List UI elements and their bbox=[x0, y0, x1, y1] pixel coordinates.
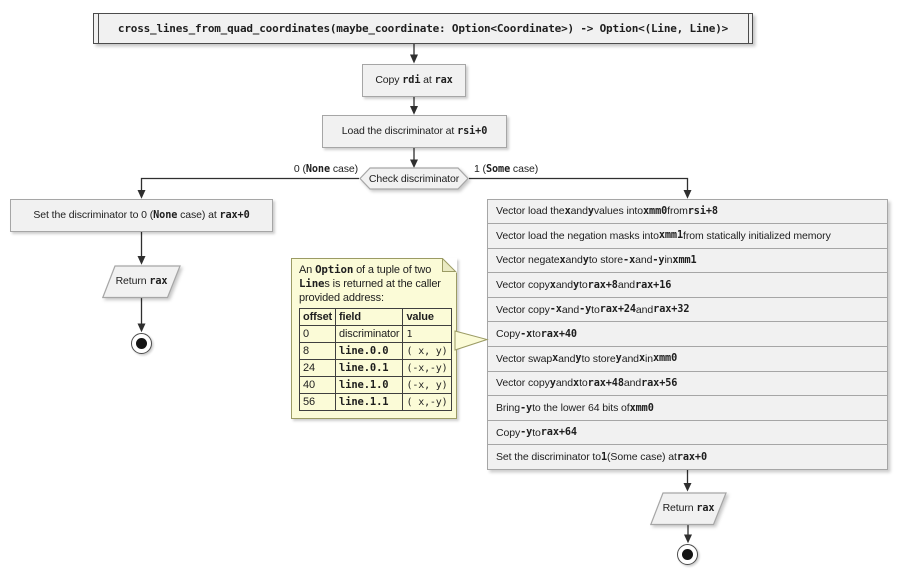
activity-step: Vector copy -x and -y to rax+24 and rax+… bbox=[487, 296, 888, 323]
activity-step: Vector copy y and x to rax+48 and rax+56 bbox=[487, 370, 888, 397]
activity-set-discriminator-none: Set the discriminator to 0 (None case) a… bbox=[10, 198, 273, 232]
return-label: Return rax bbox=[662, 502, 715, 515]
decision-label: Check discriminator bbox=[368, 172, 460, 185]
decision-check-discriminator: Check discriminator bbox=[359, 167, 469, 190]
table-cell: 8 bbox=[298, 342, 337, 360]
parallelogram-shape bbox=[650, 491, 727, 525]
branch-label-some: 1 (Some case) bbox=[474, 163, 539, 175]
branch-label-none: 0 (None case) bbox=[293, 163, 358, 175]
activity-step: Vector load the negation masks into xmm1… bbox=[487, 223, 888, 249]
return-node-none: Return rax bbox=[102, 264, 181, 299]
activity-load-discriminator: Load the discriminator at rsi+0 bbox=[322, 114, 507, 148]
table-cell: 40 bbox=[298, 376, 337, 394]
activity-step: Copy -x to rax+40 bbox=[487, 321, 888, 348]
table-cell: line.1.0 bbox=[335, 376, 404, 394]
end-dot bbox=[682, 549, 693, 560]
table-cell: 1 bbox=[402, 325, 452, 343]
end-node-some bbox=[677, 544, 698, 565]
parallelogram-shape bbox=[102, 264, 181, 298]
activity-step: Vector negate x and y to store -x and -y… bbox=[487, 247, 888, 274]
activity-step: Vector swap x and y to store y and x in … bbox=[487, 346, 888, 372]
table-cell: line.0.1 bbox=[335, 359, 404, 377]
end-node-none bbox=[131, 333, 152, 354]
table-cell: line.1.1 bbox=[335, 393, 404, 411]
table-cell: 56 bbox=[298, 393, 337, 411]
end-dot bbox=[136, 338, 147, 349]
return-label: Return rax bbox=[115, 275, 168, 288]
activity-step: Set the discriminator to 1 (Some case) a… bbox=[487, 444, 888, 471]
activity-label: Load the discriminator at rsi+0 bbox=[341, 125, 488, 138]
table-cell: ( x, y) bbox=[402, 342, 452, 360]
table-cell: line.0.0 bbox=[335, 342, 404, 360]
table-cell: 0 bbox=[298, 325, 337, 343]
note-fold-corner bbox=[442, 258, 457, 273]
note: An Option of a tuple of two Lines is ret… bbox=[291, 258, 457, 419]
arrowheads bbox=[137, 54, 692, 544]
table-header: value bbox=[402, 308, 452, 326]
table-cell: discriminator bbox=[335, 325, 404, 343]
activity-step: Bring -y to the lower 64 bits of xmm0 bbox=[487, 395, 888, 421]
activity-step: Copy -y to rax+64 bbox=[487, 419, 888, 446]
activity-step: Vector load the x and y values into xmm0… bbox=[487, 198, 888, 225]
table-header: offset bbox=[298, 308, 337, 326]
note-tail bbox=[454, 330, 489, 351]
activity-label: Set the discriminator to 0 (None case) a… bbox=[33, 209, 250, 222]
note-text: An Option of a tuple of two Lines is ret… bbox=[299, 263, 441, 304]
table-cell: 24 bbox=[298, 359, 337, 377]
activity-step: Vector copy x and y to rax+8 and rax+16 bbox=[487, 272, 888, 298]
flow-lines bbox=[140, 44, 689, 535]
table-cell: (-x, y) bbox=[402, 376, 452, 394]
function-signature: cross_lines_from_quad_coordinates(maybe_… bbox=[117, 22, 729, 35]
return-node-some: Return rax bbox=[650, 491, 727, 526]
table-header: field bbox=[335, 308, 404, 326]
activity-label: Copy rdi at rax bbox=[375, 74, 453, 87]
table-cell: (-x,-y) bbox=[402, 359, 452, 377]
activity-copy-rdi: Copy rdi at rax bbox=[362, 63, 466, 97]
some-branch-steps: Vector load the x and y values into xmm0… bbox=[487, 198, 888, 471]
hexagon-shape bbox=[359, 167, 469, 190]
function-signature-box: cross_lines_from_quad_coordinates(maybe_… bbox=[93, 13, 753, 44]
table-cell: ( x,-y) bbox=[402, 393, 452, 411]
